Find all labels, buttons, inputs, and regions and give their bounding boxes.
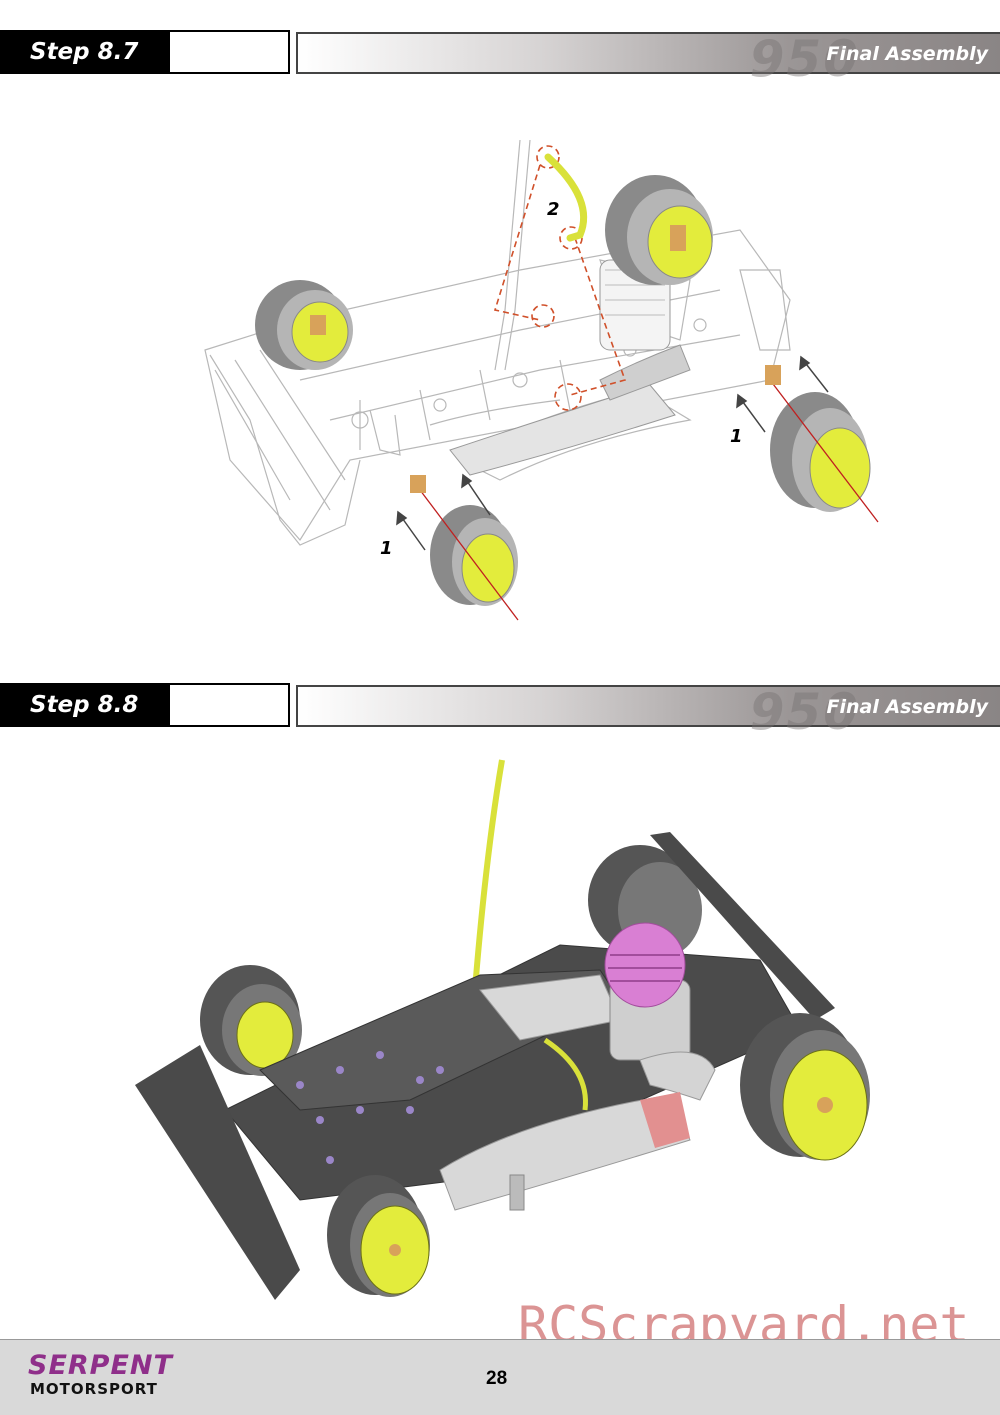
step-label: Step 8.7 [0,30,168,74]
section-bar: 950 Final Assembly [296,683,1000,741]
wheel-front-left [410,475,519,621]
fuel-line-guide [493,145,627,411]
wheel-front-left [200,965,302,1076]
wheel-front-right [327,1175,430,1297]
chassis-outline [204,139,791,546]
step-8-7-illustration: 1 1 2 [0,120,1000,640]
step-header-8-8: Step 8.8 950 Final Assembly [0,683,1000,741]
section-title: Final Assembly [826,696,988,718]
chassis-screws [296,1051,444,1164]
front-bumper [135,1045,300,1300]
step-header-8-7: Step 8.7 950 Final Assembly [0,30,1000,88]
model-logo: 950 [749,30,860,88]
page-footer: SERPENT MOTORSPORT 28 [0,1339,1000,1415]
wheel-front-right [765,365,879,523]
step-box [168,683,290,727]
assembly-arrows [396,355,829,551]
fuel-tube [544,153,588,242]
fuel-line [543,1037,588,1111]
callout-2: 2 [547,199,560,220]
exhaust-pipe [439,1051,716,1211]
section-bar: 950 Final Assembly [296,30,1000,88]
step-label: Step 8.8 [0,683,168,727]
wheel-rear-left [255,280,353,370]
rear-wing-bar [650,832,835,1020]
callout-1-rear: 1 [730,426,743,447]
exhaust-pipe [449,344,691,476]
model-logo: 950 [749,683,860,741]
callout-1-front: 1 [380,538,393,559]
step-8-8-illustration [0,740,1000,1300]
section-title: Final Assembly [826,43,988,65]
brand-logo-serpent: SERPENT [28,1350,173,1381]
wheel-rear-right [605,175,713,285]
step-box [168,30,290,74]
wheel-rear-right [740,1013,870,1161]
brand-logo-motorsport: MOTORSPORT [30,1380,158,1398]
page-number: 28 [486,1368,508,1389]
engine [604,922,691,1061]
